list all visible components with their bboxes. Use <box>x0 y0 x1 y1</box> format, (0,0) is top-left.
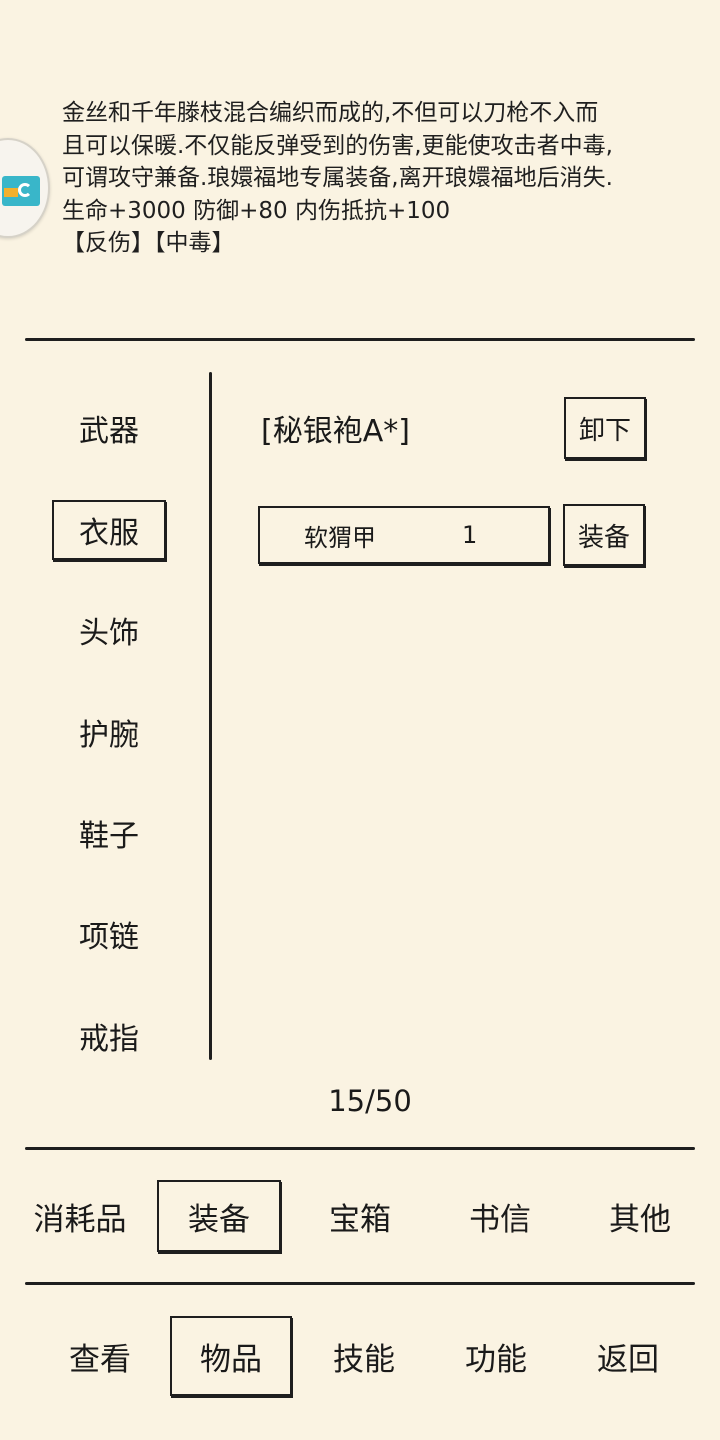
category-necklace[interactable]: 项链 <box>79 920 139 955</box>
inventory-item-qty: 1 <box>462 521 478 549</box>
inventory-capacity: 15/50 <box>328 1084 412 1118</box>
category-headwear[interactable]: 头饰 <box>79 616 139 651</box>
top-divider <box>25 338 695 341</box>
tab-skills[interactable]: 技能 <box>333 1341 395 1378</box>
inventory-item-name: 软猬甲 <box>304 523 376 552</box>
floating-assistant-icon[interactable] <box>0 138 50 238</box>
category-clothes-selected[interactable]: 衣服 <box>52 500 166 560</box>
category-bracer[interactable]: 护腕 <box>79 718 139 753</box>
tab-other[interactable]: 其他 <box>609 1201 671 1238</box>
tab-view[interactable]: 查看 <box>69 1341 131 1378</box>
inventory-item-row[interactable]: 软猬甲 1 <box>258 506 550 564</box>
assistant-logo-icon <box>2 176 40 206</box>
tab-chests[interactable]: 宝箱 <box>329 1201 391 1238</box>
category-divider <box>209 372 212 1060</box>
item-tabs-divider <box>25 1147 695 1150</box>
tab-functions[interactable]: 功能 <box>465 1341 527 1378</box>
item-stats: 生命+3000 防御+80 内伤抵抗+100 <box>62 197 451 224</box>
equip-button[interactable]: 装备 <box>563 504 645 566</box>
category-weapon[interactable]: 武器 <box>79 414 139 449</box>
item-description: 金丝和千年滕枝混合编织而成的,不但可以刀枪不入而 且可以保暖.不仅能反弹受到的伤… <box>62 97 682 260</box>
description-line: 金丝和千年滕枝混合编织而成的,不但可以刀枪不入而 <box>62 100 599 126</box>
item-effects: 【反伤】【中毒】 <box>62 230 235 256</box>
tab-letters[interactable]: 书信 <box>469 1201 531 1238</box>
category-ring[interactable]: 戒指 <box>79 1022 139 1057</box>
equipped-item-name: [秘银袍A*] <box>261 414 410 449</box>
tab-back[interactable]: 返回 <box>597 1341 659 1378</box>
tab-equipment-selected[interactable]: 装备 <box>157 1180 281 1252</box>
tab-items-selected[interactable]: 物品 <box>170 1316 292 1396</box>
category-shoes[interactable]: 鞋子 <box>79 819 139 854</box>
description-line: 且可以保暖.不仅能反弹受到的伤害,更能使攻击者中毒, <box>62 132 613 159</box>
tab-consumables[interactable]: 消耗品 <box>33 1201 127 1238</box>
description-line: 可谓攻守兼备.琅嬛福地专属装备,离开琅嬛福地后消失. <box>62 165 613 191</box>
main-tabs-divider <box>25 1282 695 1285</box>
unequip-button[interactable]: 卸下 <box>564 397 646 459</box>
